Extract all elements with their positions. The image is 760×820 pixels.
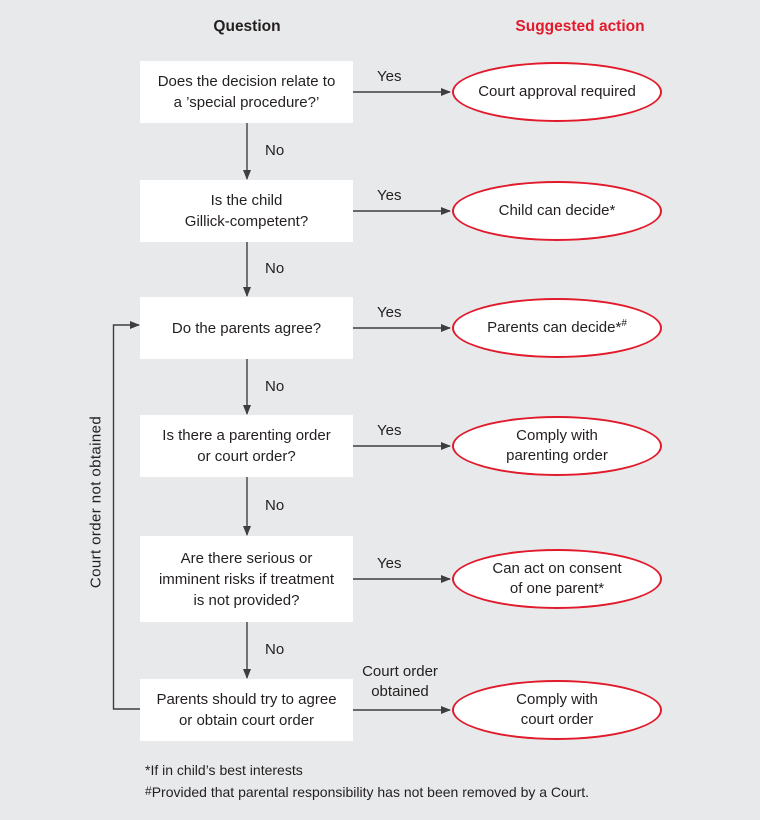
question-box-parenting-order: Is there a parenting order or court orde… (140, 415, 353, 477)
action-line: Comply with (516, 427, 598, 444)
question-line: Is there a parenting order (162, 427, 331, 444)
action-ellipse-comply-court-order: Comply with court order (452, 680, 662, 740)
side-label-court-order-not-obtained: Court order not obtained (87, 415, 105, 589)
action-ellipse-comply-parenting-order: Comply with parenting order (452, 416, 662, 476)
edge-label-no-1: No (265, 142, 285, 159)
question-line: is not provided? (193, 591, 300, 609)
question-line: Is the child (210, 192, 283, 209)
edge-label-line: Court order (362, 663, 438, 680)
action-ellipse-court-approval: Court approval required (452, 62, 662, 122)
footnote-parental-responsibility: #Provided that parental responsibility h… (145, 784, 589, 800)
footnote-text: Provided that parental responsibility ha… (151, 784, 590, 800)
question-line: or obtain court order (178, 712, 315, 729)
action-line: court order (520, 711, 594, 728)
question-line: or court order? (197, 448, 296, 465)
question-box-serious-risks: Are there serious or imminent risks if t… (140, 536, 353, 622)
question-line: Does the decision relate to (157, 73, 336, 90)
question-box-try-to-agree: Parents should try to agree or obtain co… (140, 679, 353, 741)
edge-label-no-4: No (265, 497, 285, 514)
action-line: Child can decide* (498, 202, 616, 219)
edge-label-yes-3: Yes (377, 304, 402, 321)
action-line: Can act on consent (492, 560, 622, 577)
question-line: imminent risks if treatment (158, 570, 335, 588)
footnote-marker: # (145, 784, 152, 798)
edge-label-yes-5: Yes (377, 555, 402, 572)
footnote-text: If in child’s best interests (150, 762, 303, 778)
loop-arrow-court-order-not-obtained (112, 321, 140, 710)
action-line: Court approval required (478, 83, 636, 100)
action-superscript: # (621, 318, 627, 329)
footnote-marker: * (145, 762, 151, 778)
action-line: of one parent* (509, 580, 605, 597)
footnote-best-interests: *If in child’s best interests (145, 762, 303, 778)
question-line: a ’special procedure?’ (173, 94, 320, 111)
question-box-gillick-competent: Is the child Gillick-competent? (140, 180, 353, 242)
question-column-header: Question (213, 18, 281, 35)
edge-label-yes-2: Yes (377, 187, 402, 204)
action-ellipse-child-can-decide: Child can decide* (452, 181, 662, 241)
action-ellipse-parents-can-decide: Parents can decide*# (452, 298, 662, 358)
question-line: Gillick-competent? (184, 213, 309, 230)
edge-label-line: obtained (371, 683, 429, 700)
edge-label-yes-1: Yes (377, 68, 402, 85)
suggested-action-column-header: Suggested action (515, 18, 645, 35)
question-line: Parents should try to agree (156, 691, 337, 708)
action-line: parenting order (506, 447, 608, 464)
edge-label-yes-4: Yes (377, 422, 402, 439)
question-box-special-procedure: Does the decision relate to a ’special p… (140, 61, 353, 123)
action-line: Comply with (516, 691, 598, 708)
action-line: Parents can decide* (487, 319, 622, 336)
edge-label-no-5: No (265, 641, 285, 658)
question-line: Are there serious or (180, 549, 313, 567)
question-line: Do the parents agree? (171, 319, 322, 337)
edge-label-court-order-obtained: Court order obtained (343, 662, 457, 702)
edge-label-no-3: No (265, 378, 285, 395)
action-ellipse-consent-one-parent: Can act on consent of one parent* (452, 549, 662, 609)
question-box-parents-agree: Do the parents agree? (140, 297, 353, 359)
edge-label-no-2: No (265, 260, 285, 277)
